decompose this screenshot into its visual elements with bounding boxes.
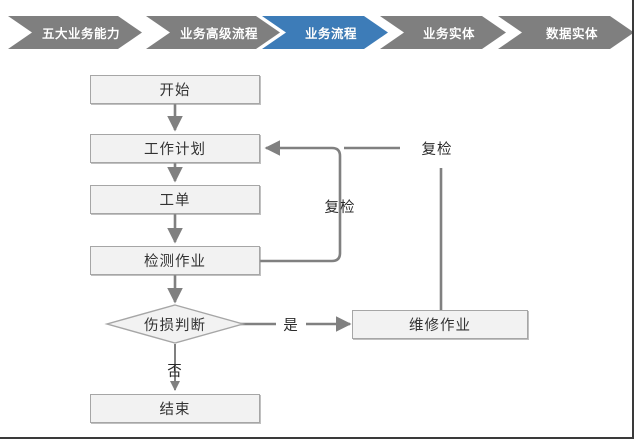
- chevron-shape-0: [8, 16, 142, 49]
- node-start[interactable]: 开始: [90, 75, 260, 104]
- node-maintenance-label: 维修作业: [409, 318, 471, 334]
- breadcrumb: 五大业务能力 业务高级流程 业务流程 业务实体 数据实体: [0, 16, 632, 49]
- breadcrumb-item-2-label: 业务流程: [304, 27, 357, 41]
- breadcrumb-item-2[interactable]: 业务流程: [262, 16, 388, 49]
- node-end[interactable]: 结束: [90, 394, 260, 423]
- breadcrumb-item-1-label: 业务高级流程: [179, 27, 258, 41]
- edge-label-yes: 是: [276, 313, 306, 335]
- node-inspection[interactable]: 检测作业: [90, 246, 260, 275]
- node-damage-judgment-label: 伤损判断: [107, 314, 243, 334]
- edge-label-recheck-outer: 复检: [409, 137, 465, 159]
- chevron-shape-2: [262, 16, 388, 49]
- breadcrumb-item-0-label: 五大业务能力: [41, 27, 120, 41]
- node-work-plan-label: 工作计划: [144, 142, 206, 158]
- chevron-shape-3: [380, 16, 506, 49]
- edge-label-recheck-outer-text: 复检: [421, 141, 453, 158]
- chevron-shape-1: [146, 16, 280, 49]
- breadcrumb-shapes: [8, 16, 632, 49]
- node-work-order-label: 工单: [159, 193, 191, 209]
- chevron-shape-4: [498, 16, 632, 49]
- connector-recheck-inner: [260, 140, 342, 263]
- edge-label-no: 否: [160, 359, 190, 381]
- edge-label-no-text: 否: [167, 363, 183, 380]
- edge-label-yes-text: 是: [283, 317, 299, 334]
- node-damage-judgment-text: 伤损判断: [144, 317, 206, 334]
- node-start-label: 开始: [159, 83, 191, 99]
- breadcrumb-item-0[interactable]: 五大业务能力: [8, 16, 142, 49]
- edge-label-recheck-inner-text: 复检: [324, 199, 356, 216]
- breadcrumb-item-1[interactable]: 业务高级流程: [146, 16, 280, 49]
- breadcrumb-item-3[interactable]: 业务实体: [380, 16, 506, 49]
- breadcrumb-item-3-label: 业务实体: [422, 27, 475, 41]
- node-work-order[interactable]: 工单: [90, 185, 260, 214]
- breadcrumb-item-4-label: 数据实体: [545, 27, 598, 41]
- edge-label-recheck-inner: 复检: [312, 195, 368, 217]
- breadcrumb-item-4[interactable]: 数据实体: [498, 16, 632, 49]
- node-end-label: 结束: [159, 402, 191, 418]
- node-inspection-label: 检测作业: [144, 254, 206, 270]
- node-maintenance[interactable]: 维修作业: [352, 310, 528, 339]
- node-work-plan[interactable]: 工作计划: [90, 134, 260, 163]
